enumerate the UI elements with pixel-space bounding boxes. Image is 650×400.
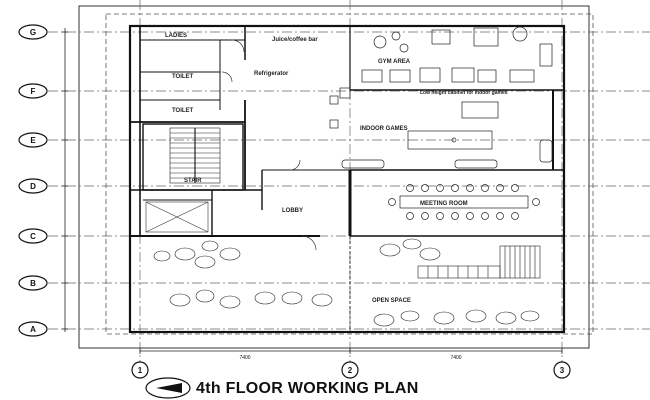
grid-label-b: B <box>30 279 36 288</box>
room-ladies: LADIES <box>165 33 187 39</box>
grid-label-e: E <box>30 136 36 145</box>
bottom-dimension-chain <box>139 348 563 354</box>
drawing-frame <box>78 5 590 349</box>
room-meeting: MEETING ROOM <box>420 201 468 207</box>
room-gym: GYM AREA <box>378 59 411 65</box>
room-indoor-games: INDOOR GAMES <box>360 126 408 132</box>
room-refrigerator: Refrigerator <box>254 71 289 77</box>
room-open-space: OPEN SPACE <box>372 298 411 304</box>
room-lobby: LOBBY <box>282 208 303 214</box>
room-stair: STAIR <box>184 178 202 184</box>
seating-clusters <box>153 238 540 327</box>
plan-title: 4th FLOOR WORKING PLAN <box>196 380 419 397</box>
grid-label-g: G <box>30 28 36 37</box>
grid-label-f: F <box>31 87 36 96</box>
north-arrow-icon <box>145 377 191 399</box>
room-low-height: Low height cabinet for indoor games <box>420 90 508 96</box>
room-toilet-b: TOILET <box>172 108 194 114</box>
grid-label-a: A <box>30 325 36 334</box>
plot-boundary <box>105 13 594 335</box>
grid-label-2: 2 <box>348 366 353 375</box>
open-space-stair <box>417 245 541 279</box>
grid-label-c: C <box>30 232 36 241</box>
door-swings <box>221 39 317 251</box>
row-bubbles: G F E D C B A <box>18 24 48 337</box>
lift-shaft <box>145 201 209 233</box>
dim-span-1-2: 7400 <box>239 355 250 361</box>
building-walls <box>128 24 566 334</box>
grid-label-d: D <box>30 182 36 191</box>
gym-equipment <box>361 26 553 83</box>
dim-span-2-3: 7400 <box>450 355 461 361</box>
column-bubbles: 1 2 3 <box>131 361 571 379</box>
room-toilet-a: TOILET <box>172 74 194 80</box>
grid-label-3: 3 <box>560 366 565 375</box>
room-juice-bar: Juice/coffee bar <box>272 37 318 43</box>
left-dimension-chain <box>62 28 68 332</box>
game-tables <box>329 95 499 150</box>
meeting-table <box>388 184 540 220</box>
grid-label-1: 1 <box>138 366 143 375</box>
stair-treads <box>169 127 221 184</box>
sofas <box>339 87 553 169</box>
